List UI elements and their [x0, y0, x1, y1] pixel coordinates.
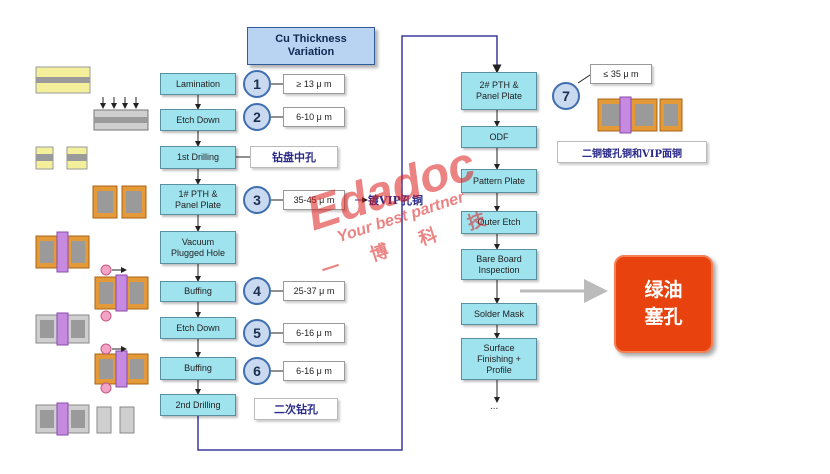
- xsec-buffing-2: [94, 343, 149, 394]
- xsec-2nd-drilling: [35, 402, 135, 436]
- step-surface-finishing-profile: Surface Finishing + Profile: [461, 338, 537, 380]
- title-line1: Cu Thickness: [275, 33, 347, 45]
- value-7: ≤ 35 μ m: [590, 64, 652, 84]
- marker-6: 6: [243, 357, 271, 385]
- title-line2: Variation: [287, 46, 335, 58]
- title-box: Cu Thickness Variation: [247, 27, 375, 65]
- value-3: 35-45 μ m: [283, 190, 345, 210]
- xsec-final: [597, 96, 683, 134]
- step-buffing-1: Buffing: [160, 281, 236, 302]
- value-1: ≥ 13 μ m: [283, 74, 345, 94]
- marker-2: 2: [243, 103, 271, 131]
- callout-line1: 绿油: [644, 280, 683, 301]
- xsec-etch-down: [93, 97, 149, 131]
- value-5: 6-16 μ m: [283, 323, 345, 343]
- value-2: 6-10 μ m: [283, 107, 345, 127]
- note-second-drilling: 二次钻孔: [254, 398, 338, 420]
- xsec-buffing-1: [94, 264, 149, 322]
- step-odf: ODF: [461, 126, 537, 148]
- step-bare-board-inspection: Bare Board Inspection: [461, 249, 537, 280]
- value-6: 6-16 μ m: [283, 361, 345, 381]
- step-vacuum-plugged-hole: Vacuum Plugged Hole: [160, 231, 236, 264]
- xsec-drilled: [35, 146, 88, 170]
- step-pattern-plate: Pattern Plate: [461, 169, 537, 193]
- step-1st-drilling: 1st Drilling: [160, 146, 236, 169]
- marker-7: 7: [552, 82, 580, 110]
- step-etch-down-1: Etch Down: [160, 109, 236, 131]
- marker-5: 5: [243, 319, 271, 347]
- marker-1: 1: [243, 70, 271, 98]
- step-1-pth-panel-plate: 1# PTH & Panel Plate: [160, 184, 236, 215]
- value-4: 25-37 μ m: [283, 281, 345, 301]
- note-right-plating: 二铜镀孔铜和VIP面铜: [557, 141, 707, 163]
- step-ellipsis: ...: [490, 401, 499, 412]
- step-etch-down-2: Etch Down: [160, 317, 236, 339]
- note-drill-via-in-pad: 钻盘中孔: [250, 146, 338, 168]
- marker-4: 4: [243, 277, 271, 305]
- step-buffing-2: Buffing: [160, 357, 236, 380]
- step-solder-mask: Solder Mask: [461, 303, 537, 325]
- solder-mask-plug-callout: 绿油 塞孔: [614, 255, 713, 353]
- xsec-etch-down-2: [35, 312, 90, 346]
- xsec-plugged: [35, 231, 90, 273]
- xsec-plated: [92, 185, 147, 219]
- note-plate-vip: 镀VIP孔铜: [368, 194, 423, 207]
- marker-3: 3: [243, 186, 271, 214]
- step-outer-etch: Outer Etch: [461, 211, 537, 234]
- step-lamination: Lamination: [160, 73, 236, 95]
- xsec-lamination: [35, 66, 91, 94]
- step-2nd-drilling: 2nd Drilling: [160, 394, 236, 416]
- step-2-pth-panel-plate: 2# PTH & Panel Plate: [461, 72, 537, 110]
- callout-line2: 塞孔: [644, 307, 683, 328]
